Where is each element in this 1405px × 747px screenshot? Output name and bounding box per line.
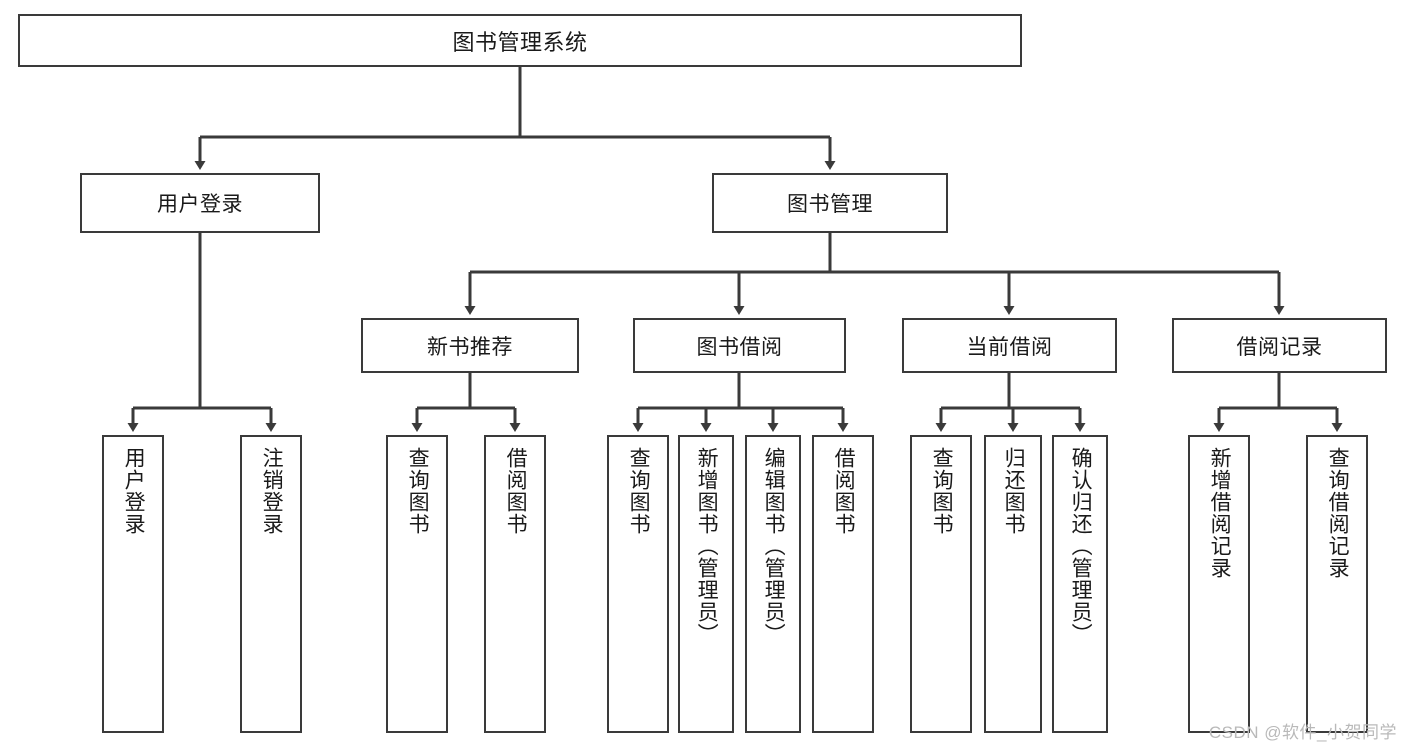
node-label: 借阅图书 [832, 447, 856, 535]
node-book-management[interactable]: 图书管理 [712, 173, 948, 233]
node-label: 归还图书 [1002, 447, 1026, 535]
node-leaf-borrow-book-1[interactable]: 借阅图书 [484, 435, 546, 733]
node-label: 用户登录 [122, 447, 146, 535]
node-leaf-query-borrow-record[interactable]: 查询借阅记录 [1306, 435, 1368, 733]
node-leaf-return-book[interactable]: 归还图书 [984, 435, 1042, 733]
node-leaf-user-login[interactable]: 用户登录 [102, 435, 164, 733]
node-leaf-add-book-admin[interactable]: 新增图书（管理员） [678, 435, 734, 733]
node-current-borrow[interactable]: 当前借阅 [902, 318, 1117, 373]
node-new-book-recommend[interactable]: 新书推荐 [361, 318, 579, 373]
node-label: 查询借阅记录 [1326, 447, 1350, 579]
node-label: 查询图书 [406, 447, 430, 535]
node-label: 图书管理 [787, 193, 873, 216]
node-label: 图书借阅 [696, 335, 783, 359]
node-label: 当前借阅 [966, 335, 1053, 359]
node-label: 用户登录 [157, 193, 243, 216]
node-label: 确认归还（管理员） [1069, 447, 1093, 645]
node-leaf-query-book-2[interactable]: 查询图书 [607, 435, 669, 733]
node-leaf-confirm-return-admin[interactable]: 确认归还（管理员） [1052, 435, 1108, 733]
node-label: 新书推荐 [427, 335, 513, 359]
watermark: CSDN @软件_小贺同学 [1208, 723, 1397, 742]
node-user-login[interactable]: 用户登录 [80, 173, 320, 233]
node-root-system[interactable]: 图书管理系统 [18, 14, 1022, 67]
node-label: 新增借阅记录 [1208, 447, 1232, 579]
node-leaf-borrow-book-2[interactable]: 借阅图书 [812, 435, 874, 733]
node-label: 注销登录 [260, 447, 284, 535]
node-borrow-record[interactable]: 借阅记录 [1172, 318, 1387, 373]
node-label: 借阅图书 [504, 447, 528, 535]
node-label: 编辑图书（管理员） [762, 447, 786, 645]
node-book-borrow[interactable]: 图书借阅 [633, 318, 846, 373]
node-label: 图书管理系统 [452, 29, 588, 55]
node-leaf-edit-book-admin[interactable]: 编辑图书（管理员） [745, 435, 801, 733]
node-leaf-add-borrow-record[interactable]: 新增借阅记录 [1188, 435, 1250, 733]
node-leaf-logout-login[interactable]: 注销登录 [240, 435, 302, 733]
node-leaf-query-book-3[interactable]: 查询图书 [910, 435, 972, 733]
node-label: 查询图书 [627, 447, 651, 535]
node-label: 借阅记录 [1236, 335, 1323, 359]
node-label: 新增图书（管理员） [695, 447, 719, 645]
node-label: 查询图书 [930, 447, 954, 535]
node-leaf-query-book-1[interactable]: 查询图书 [386, 435, 448, 733]
